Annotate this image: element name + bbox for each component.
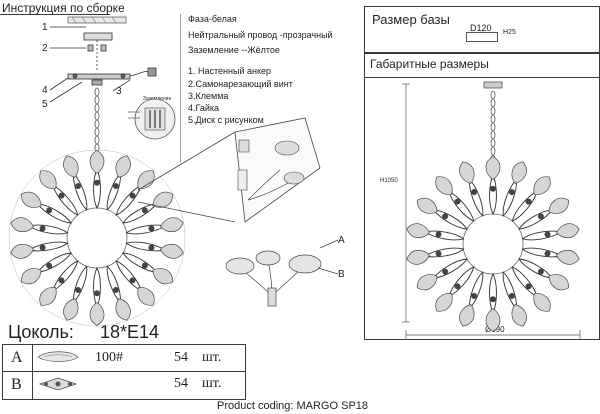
detail-label-b: B bbox=[338, 269, 345, 280]
wiring-ground: Заземление --Жёлтое bbox=[188, 45, 280, 55]
socket-label: Цоколь: bbox=[8, 322, 74, 342]
component-b-icon bbox=[38, 377, 78, 391]
callout-2: 2 bbox=[42, 43, 48, 54]
base-size-title: Размер базы bbox=[372, 12, 450, 27]
table-row-b-unit: шт. bbox=[202, 376, 222, 391]
callout-5: 5 bbox=[42, 99, 48, 110]
ceiling-hatch bbox=[67, 16, 127, 24]
flower-assembly-detail bbox=[225, 239, 339, 307]
part-item-2: 2.Самонарезающий винт bbox=[188, 79, 293, 89]
assembly-title: Инструкция по сборке bbox=[2, 1, 125, 15]
overall-size-title: Габаритные размеры bbox=[370, 57, 489, 71]
chandelier-left bbox=[8, 149, 186, 327]
table-row-divider bbox=[2, 371, 246, 372]
table-row-a-unit: шт. bbox=[202, 350, 222, 365]
part-item-4: 4.Гайка bbox=[188, 103, 220, 113]
callout-4: 4 bbox=[42, 85, 48, 96]
base-diagram bbox=[466, 32, 498, 42]
mounting-parts bbox=[49, 26, 157, 103]
table-col-divider bbox=[32, 344, 33, 400]
detail-zoom-lines bbox=[137, 131, 236, 223]
components-table bbox=[2, 344, 246, 400]
wiring-neutral: Нейтральный провод -прозрачный bbox=[188, 30, 333, 40]
table-row-a-code: 100# bbox=[95, 350, 123, 365]
terminal-block-icon bbox=[128, 98, 176, 140]
product-coding: Product coding: MARGO SP18 bbox=[217, 400, 369, 412]
part-item-5: 5.Диск с рисунком bbox=[188, 115, 264, 125]
detail-label-a: A bbox=[338, 235, 345, 246]
table-row-b-letter: B bbox=[11, 376, 22, 393]
overall-title-divider bbox=[364, 77, 600, 78]
top-left-divider bbox=[0, 14, 110, 15]
chain-left bbox=[94, 87, 100, 153]
wiring-phase: Фаза-белая bbox=[188, 14, 237, 24]
component-a-icon bbox=[37, 351, 79, 362]
table-row-a-qty: 54 bbox=[174, 350, 188, 365]
base-height: H25 bbox=[503, 29, 516, 36]
socket-value: 18*E14 bbox=[100, 322, 160, 342]
overall-height: H1050 bbox=[380, 178, 398, 184]
part-item-1: 1. Настенный анкер bbox=[188, 66, 271, 76]
callout-3: 3 bbox=[116, 86, 122, 97]
callout-1: 1 bbox=[42, 22, 48, 33]
part-item-3: 3.Клемма bbox=[188, 91, 229, 101]
base-diameter: D120 bbox=[470, 23, 492, 33]
chain-right bbox=[483, 81, 503, 164]
table-row-b-qty: 54 bbox=[174, 376, 188, 391]
chandelier-right bbox=[405, 155, 581, 333]
dimension-lines bbox=[402, 83, 581, 340]
table-row-a-letter: A bbox=[11, 349, 23, 366]
detail-box bbox=[234, 117, 321, 223]
left-vertical-divider bbox=[180, 14, 181, 162]
